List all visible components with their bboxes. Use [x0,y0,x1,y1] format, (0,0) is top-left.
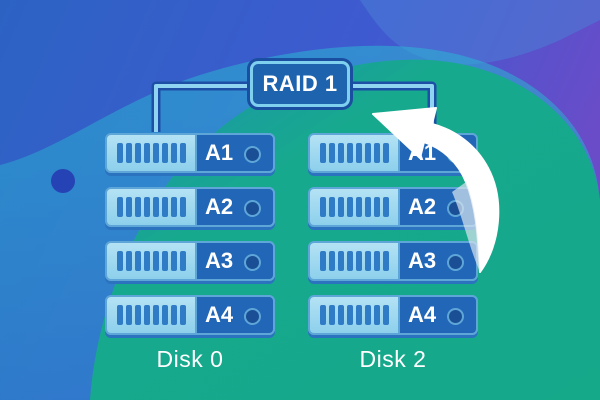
drive-vents [320,143,389,163]
disk-0-block-a1: A1 [105,133,275,173]
disk-2-name: Disk 2 [359,346,427,372]
left-connector-line [154,84,250,132]
disk-0-name: Disk 0 [156,346,224,372]
drive-label-plate: A2 [195,187,275,227]
drive-label-plate: A1 [195,133,275,173]
drive-led-icon [244,254,261,271]
decorative-dot [51,169,75,193]
block-label: A2 [205,194,234,219]
drive-led-icon [447,254,464,271]
drive-vents [320,197,389,217]
drive-label-plate: A4 [195,295,275,335]
drive-vents [117,251,186,271]
drive-vents [320,251,389,271]
block-label: A4 [205,302,234,327]
drive-vents [117,143,186,163]
drive-led-icon [244,308,261,325]
drive-led-icon [244,146,261,163]
drive-vents [117,305,186,325]
disk-0-block-a3: A3 [105,241,275,281]
disk-0-block-a4: A4 [105,295,275,335]
block-label: A3 [205,248,234,273]
drive-vents [320,305,389,325]
block-label: A4 [408,302,437,327]
drive-led-icon [244,200,261,217]
drive-vents [117,197,186,217]
disk-2-block-a4: A4 [308,295,478,335]
block-label: A3 [408,248,437,273]
drive-label-plate: A3 [195,241,275,281]
raid-label-box: RAID 1 [250,61,350,107]
drive-led-icon [447,308,464,325]
drive-label-plate: A4 [398,295,478,335]
block-label: A2 [408,194,437,219]
block-label: A1 [205,140,234,165]
drive-label-plate: A3 [398,241,478,281]
curved-arrow-shade [452,182,480,272]
curved-arrow-shape [372,107,500,273]
disk-0-block-a2: A2 [105,187,275,227]
disk-2-block-a2: A2 [308,187,478,227]
